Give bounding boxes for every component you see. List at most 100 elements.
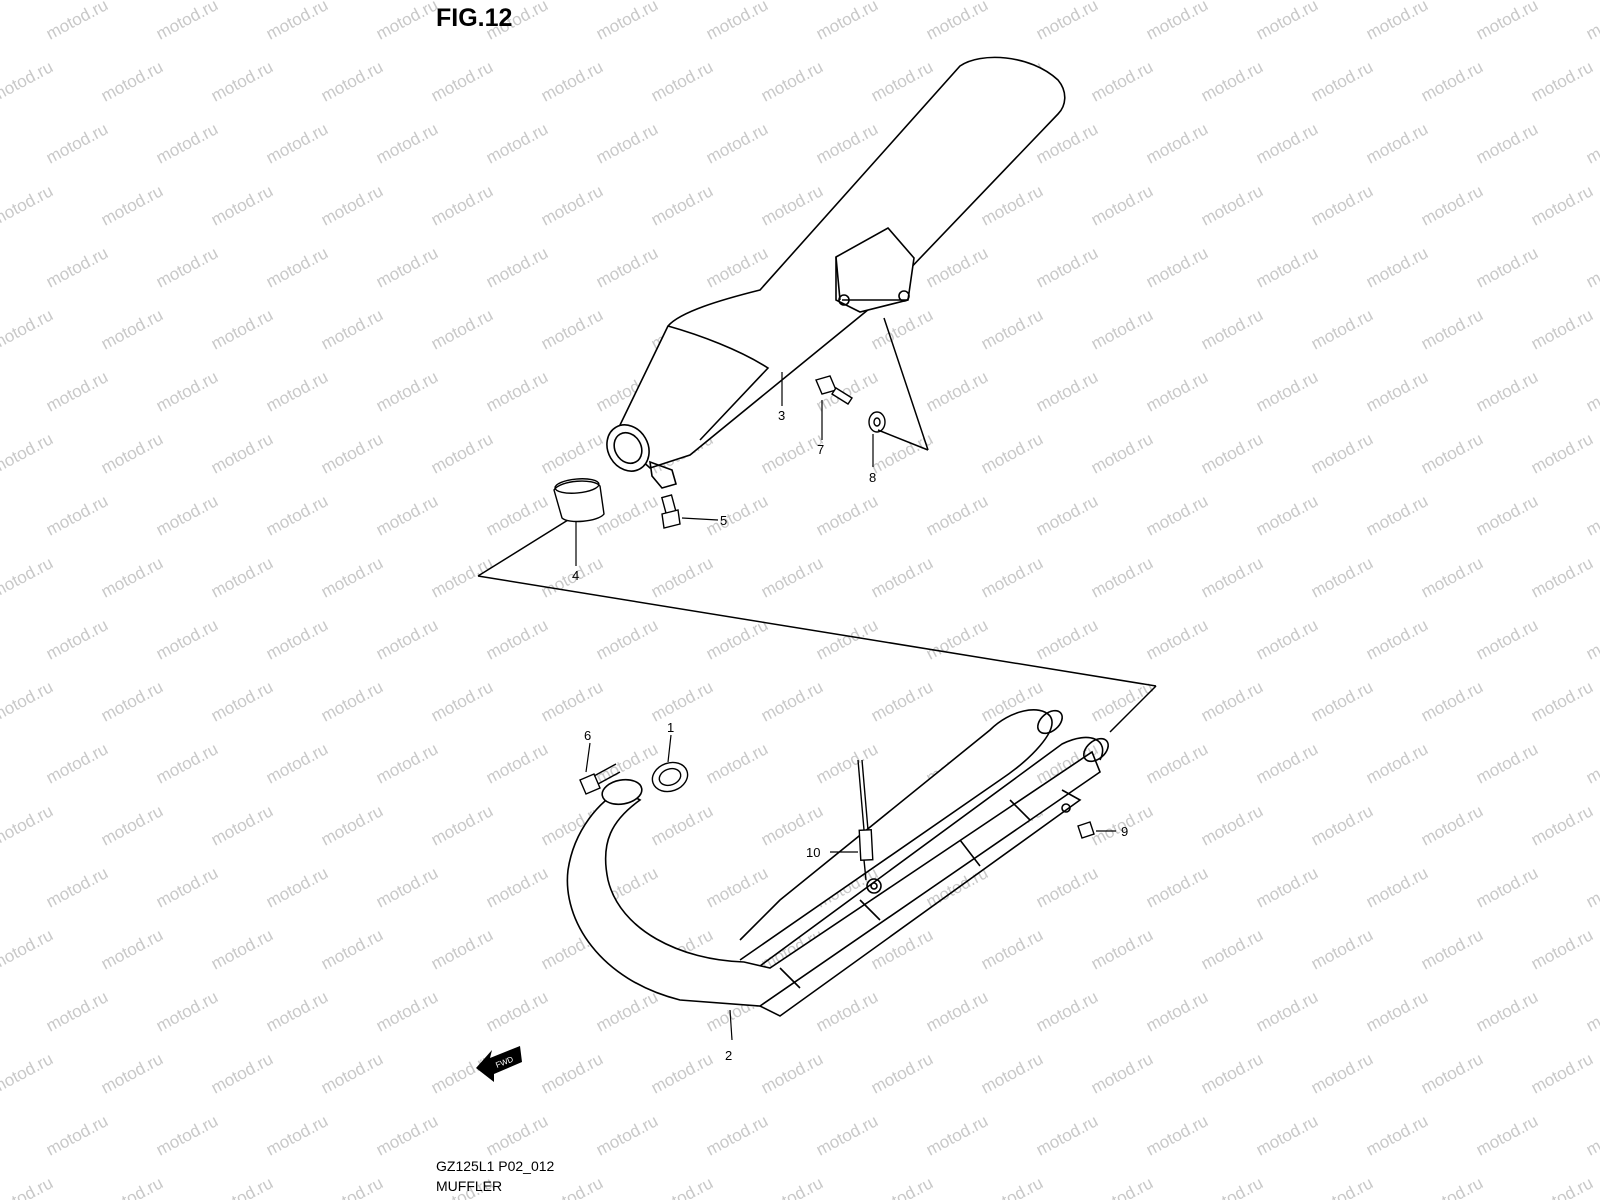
watermark-text: motod.ru (1308, 1173, 1376, 1200)
small-parts (553, 375, 1095, 881)
watermark-text: motod.ru (428, 57, 496, 105)
watermark-text: motod.ru (263, 863, 331, 911)
watermark-text: motod.ru (373, 739, 441, 787)
watermark-text: motod.ru (1363, 615, 1431, 663)
watermark-text: motod.ru (1583, 491, 1600, 539)
watermark-text: motod.ru (208, 305, 276, 353)
watermark-text: motod.ru (0, 491, 1, 539)
watermark-text: motod.ru (318, 677, 386, 725)
watermark-text: motod.ru (43, 615, 111, 663)
watermark-text: motod.ru (703, 0, 771, 44)
watermark-text: motod.ru (318, 429, 386, 477)
watermark-text: motod.ru (1143, 243, 1211, 291)
watermark-text: motod.ru (208, 1173, 276, 1200)
watermark-text: motod.ru (1308, 677, 1376, 725)
watermark-text: motod.ru (648, 1049, 716, 1097)
watermark-text: motod.ru (0, 0, 1, 44)
watermark-text: motod.ru (1253, 739, 1321, 787)
watermark-text: motod.ru (263, 615, 331, 663)
watermark-text: motod.ru (868, 677, 936, 725)
watermark-text: motod.ru (208, 553, 276, 601)
watermark-text: motod.ru (1528, 57, 1596, 105)
watermark-text: motod.ru (758, 181, 826, 229)
watermark-text: motod.ru (648, 553, 716, 601)
watermark-text: motod.ru (0, 739, 1, 787)
watermark-text: motod.ru (318, 925, 386, 973)
watermark-text: motod.ru (0, 1049, 56, 1097)
callout-2: 2 (725, 1048, 732, 1063)
watermark-text: motod.ru (703, 119, 771, 167)
upper-assembly-outline (477, 317, 1157, 733)
watermark-text: motod.ru (263, 739, 331, 787)
watermark-text: motod.ru (538, 181, 606, 229)
watermark-text: motod.ru (428, 801, 496, 849)
watermark-text: motod.ru (1418, 801, 1486, 849)
watermark-text: motod.ru (1198, 553, 1266, 601)
watermark-text: motod.ru (1583, 739, 1600, 787)
watermark-text: motod.ru (593, 615, 661, 663)
watermark-text: motod.ru (1418, 57, 1486, 105)
watermark-text: motod.ru (1418, 429, 1486, 477)
watermark-text: motod.ru (98, 181, 166, 229)
muffler-body (606, 56, 1066, 489)
watermark-text: motod.ru (153, 367, 221, 415)
watermark-text: motod.ru (1143, 863, 1211, 911)
callout-6: 6 (584, 728, 591, 743)
watermark-text: motod.ru (868, 925, 936, 973)
watermark-text: motod.ru (923, 243, 991, 291)
watermark-text: motod.ru (1253, 491, 1321, 539)
watermark-text: motod.ru (1033, 987, 1101, 1035)
watermark-text: motod.ru (1583, 1111, 1600, 1159)
watermark-text: motod.ru (1583, 367, 1600, 415)
watermark-text: motod.ru (1363, 739, 1431, 787)
watermark-text: motod.ru (318, 1049, 386, 1097)
watermark-text: motod.ru (1528, 1173, 1596, 1200)
watermark-text: motod.ru (0, 801, 56, 849)
watermark-text: motod.ru (483, 367, 551, 415)
watermark-text: motod.ru (538, 677, 606, 725)
watermark-text: motod.ru (1253, 863, 1321, 911)
watermark-text: motod.ru (428, 181, 496, 229)
watermark-text: motod.ru (1528, 1049, 1596, 1097)
watermark-text: motod.ru (1418, 181, 1486, 229)
watermark-text: motod.ru (43, 863, 111, 911)
watermark-text: motod.ru (758, 57, 826, 105)
watermark-text: motod.ru (758, 1173, 826, 1200)
watermark-text: motod.ru (1088, 925, 1156, 973)
watermark-text: motod.ru (1253, 987, 1321, 1035)
watermark-text: motod.ru (1198, 57, 1266, 105)
watermark-text: motod.ru (538, 429, 606, 477)
watermark-text: motod.ru (153, 863, 221, 911)
watermark-text: motod.ru (538, 1173, 606, 1200)
watermark-text: motod.ru (373, 367, 441, 415)
watermark-text: motod.ru (208, 429, 276, 477)
watermark-text: motod.ru (923, 1111, 991, 1159)
watermark-text: motod.ru (1473, 987, 1541, 1035)
callout-labels: 1 2 3 4 5 6 7 8 9 10 (572, 408, 1128, 1063)
watermark-text: motod.ru (813, 119, 881, 167)
watermark-text: motod.ru (1088, 553, 1156, 601)
watermark-text: motod.ru (1033, 243, 1101, 291)
watermark-text: motod.ru (263, 1111, 331, 1159)
watermark-text: motod.ru (1473, 615, 1541, 663)
watermark-text: motod.ru (98, 925, 166, 973)
watermark-text: motod.ru (1198, 1173, 1266, 1200)
watermark-text: motod.ru (373, 243, 441, 291)
watermark-text: motod.ru (1473, 367, 1541, 415)
callout-7: 7 (817, 442, 824, 457)
watermark-text: motod.ru (593, 1111, 661, 1159)
watermark-text: motod.ru (263, 367, 331, 415)
watermark-text: motod.ru (428, 925, 496, 973)
watermark-text: motod.ru (813, 739, 881, 787)
watermark-text: motod.ru (483, 1111, 551, 1159)
watermark-text: motod.ru (1583, 119, 1600, 167)
watermark-text: motod.ru (1363, 367, 1431, 415)
watermark-text: motod.ru (483, 739, 551, 787)
watermark-text: motod.ru (593, 987, 661, 1035)
watermark-text: motod.ru (0, 119, 1, 167)
watermark-text: motod.ru (1363, 119, 1431, 167)
watermark-text: motod.ru (868, 1049, 936, 1097)
watermark-text: motod.ru (1143, 367, 1211, 415)
watermark-text: motod.ru (263, 0, 331, 44)
watermark-text: motod.ru (1033, 0, 1101, 44)
